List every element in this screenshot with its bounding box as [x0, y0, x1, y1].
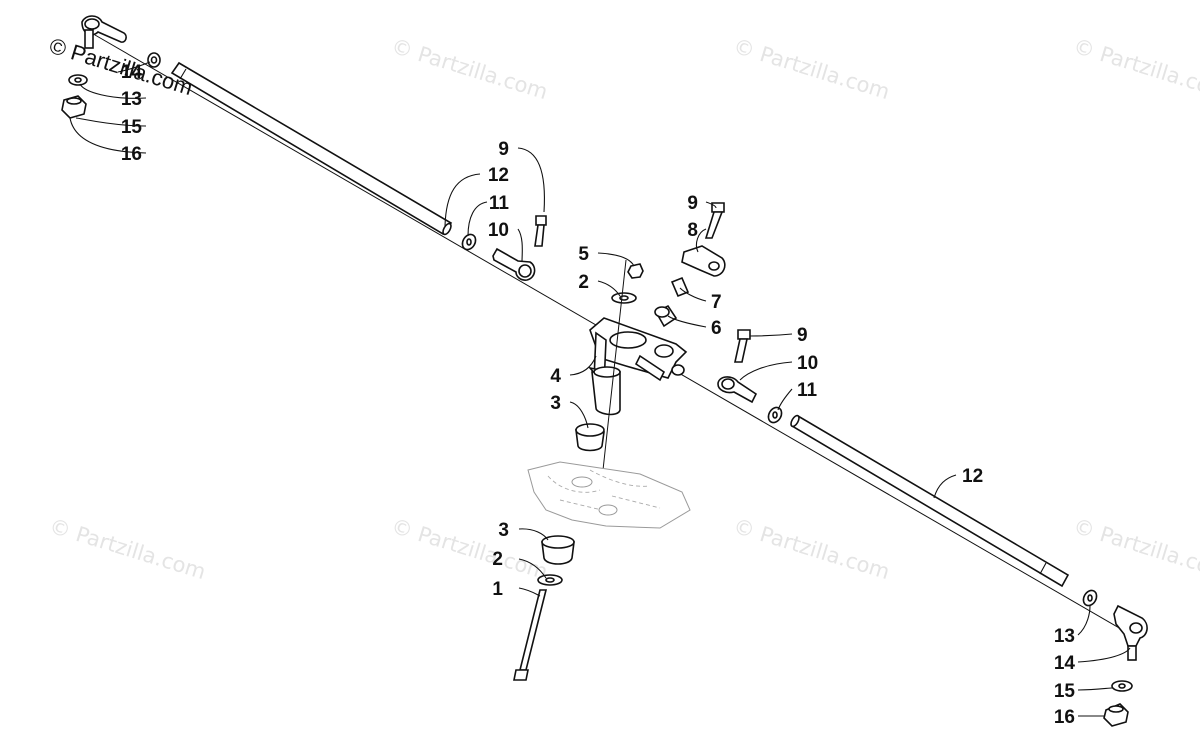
callout-3-upper: 3 [550, 393, 561, 414]
watermark: © Partzilla.com [731, 514, 893, 584]
pitman-arm-plate [681, 245, 726, 277]
frame-mounting-ghost [527, 461, 691, 529]
right-castle-nut [1103, 703, 1129, 727]
callout-13-left: 13 [121, 89, 142, 110]
right-inner-tie-rod-end [717, 376, 758, 404]
left-castle-nut [61, 95, 87, 119]
watermark: © Partzilla.com [731, 34, 893, 104]
callout-13-right: 13 [1054, 626, 1075, 647]
pitman-arm-bolt [704, 202, 725, 239]
callout-16-right: 16 [1054, 707, 1075, 728]
right-jam-nut [1082, 589, 1098, 607]
right-inner-jam-nut [767, 406, 783, 424]
callout-12-right: 12 [962, 466, 983, 487]
callout-11-right: 11 [797, 380, 818, 401]
left-jam-nut [147, 52, 161, 68]
watermark: © Partzilla.com [389, 34, 551, 104]
watermark: © Partzilla.com [389, 514, 551, 584]
callout-7: 7 [711, 292, 722, 313]
callout-10-right: 10 [797, 353, 818, 374]
pitman-arm-spacer [670, 276, 690, 298]
callout-16-left: 16 [121, 144, 142, 165]
callout-12-left: 12 [488, 165, 509, 186]
callout-15-right: 15 [1054, 681, 1076, 702]
watermark: © Partzilla.com [1071, 514, 1200, 584]
callout-9-left: 9 [498, 139, 509, 160]
callout-9-center: 9 [687, 193, 698, 214]
left-inner-bolt [534, 215, 547, 247]
pivot-nut [627, 263, 644, 279]
right-outer-tie-rod-end [1113, 604, 1148, 661]
upper-pivot-bushing [575, 423, 605, 452]
left-inner-tie-rod-end [492, 247, 536, 281]
left-inner-jam-nut [461, 233, 477, 251]
lower-washer [537, 574, 563, 586]
pivot-upper-washer [611, 292, 637, 304]
right-washer [1111, 680, 1133, 692]
left-washer [68, 74, 88, 86]
center-pivot-bracket [587, 317, 688, 416]
left-outer-tie-rod-end [81, 15, 127, 49]
callout-1: 1 [492, 579, 503, 600]
watermark: © Partzilla.com [47, 514, 209, 584]
leader-lines [69, 61, 1131, 717]
callout-8: 8 [687, 220, 698, 241]
center-bolt-axis [602, 259, 627, 471]
watermark: © Partzilla.com [1071, 34, 1200, 104]
callout-6: 6 [711, 318, 722, 339]
callout-9-right: 9 [797, 325, 808, 346]
right-inner-bolt [734, 329, 751, 363]
pivot-bolt [513, 589, 548, 681]
callout-15-left: 15 [121, 117, 143, 138]
pitman-arm-bushing [654, 304, 678, 328]
callout-14-right: 14 [1054, 653, 1076, 674]
left-tie-rod-tube [170, 61, 453, 236]
callout-2-upper: 2 [578, 272, 589, 293]
lower-pivot-bushing [541, 535, 575, 565]
callout-14-left: 14 [121, 62, 143, 83]
callout-11-left: 11 [489, 193, 510, 214]
callout-2-lower: 2 [492, 549, 503, 570]
callout-3-lower: 3 [498, 520, 509, 541]
right-tie-rod-tube [790, 414, 1070, 588]
callout-10-left: 10 [488, 220, 509, 241]
callout-4: 4 [550, 366, 561, 387]
callout-labels: 1 2 2 3 3 4 5 6 7 8 9 9 9 10 10 11 11 12… [121, 62, 1076, 728]
callout-5: 5 [578, 244, 589, 265]
